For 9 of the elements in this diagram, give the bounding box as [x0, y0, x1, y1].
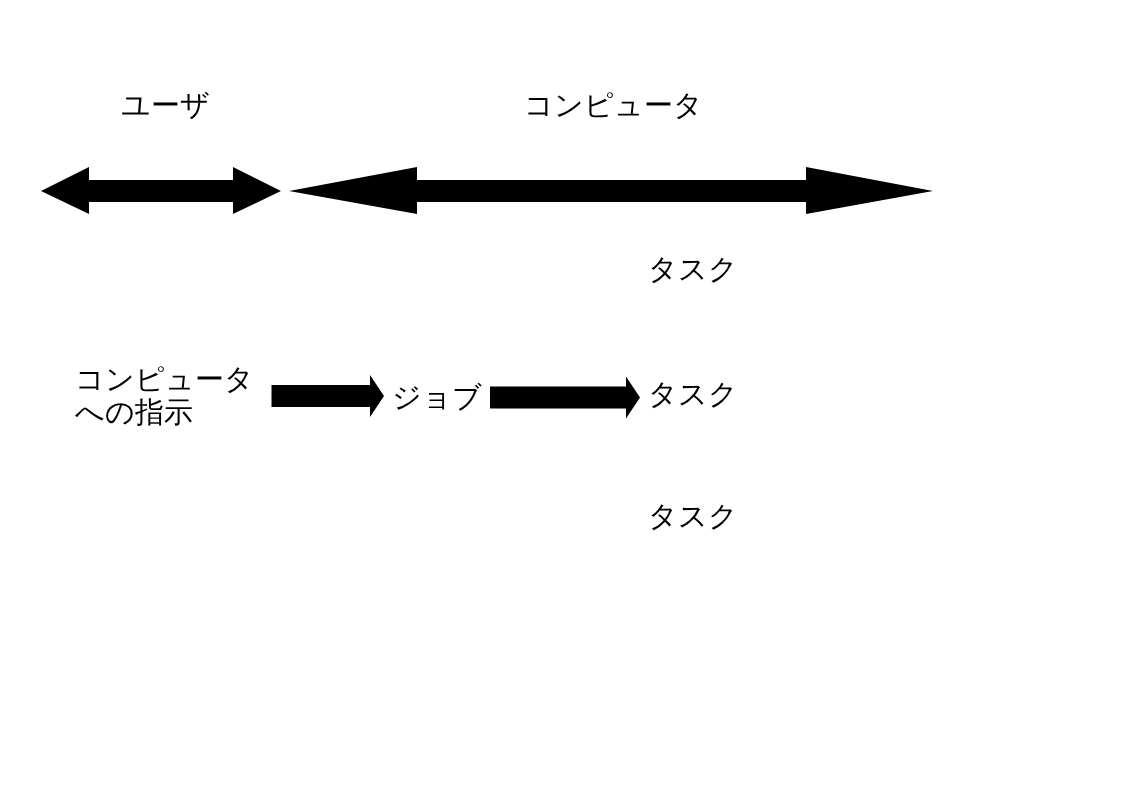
block-arrow	[490, 376, 640, 419]
instruction-text: コンピュータへの指示	[67, 363, 272, 429]
task-text: タスク	[640, 378, 746, 411]
range-label: ユーザ	[120, 88, 210, 122]
job-text: ジョブ	[384, 381, 490, 414]
block-arrow	[271, 375, 384, 417]
task-text: タスク	[640, 500, 746, 533]
task-text: タスク	[640, 253, 746, 286]
range-label: コンピュータ	[523, 88, 703, 122]
